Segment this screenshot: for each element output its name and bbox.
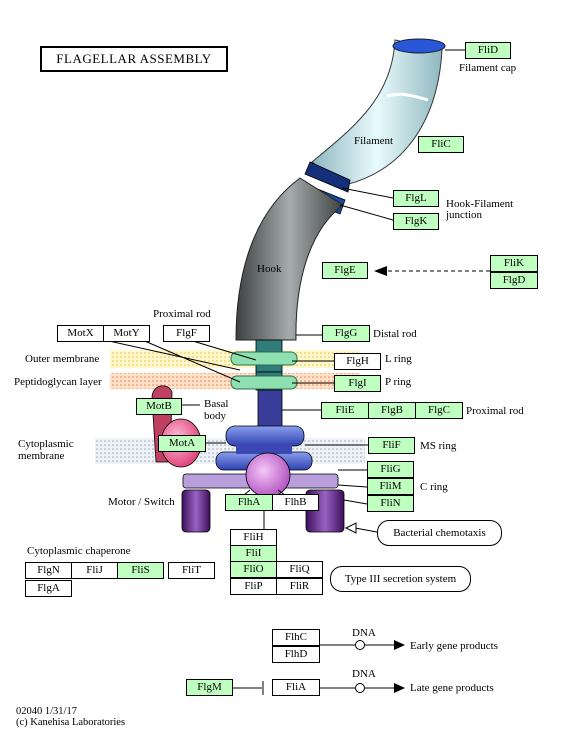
label-basal-2: body: [204, 410, 226, 422]
label-late-genes: Late gene products: [410, 682, 494, 694]
pathway-title: FLAGELLAR ASSEMBLY: [40, 46, 228, 72]
gene-flgi[interactable]: FlgI: [334, 375, 381, 392]
gene-flic[interactable]: FliC: [418, 136, 464, 153]
label-l-ring: L ring: [385, 353, 412, 365]
gene-flie[interactable]: FliE: [321, 402, 369, 419]
gene-flij[interactable]: FliJ: [71, 562, 118, 579]
proximal-rod: [257, 389, 283, 431]
gene-motx[interactable]: MotX: [57, 325, 104, 342]
gene-flis[interactable]: FliS: [117, 562, 164, 579]
label-hook-filament-1: Hook-Filament: [446, 198, 514, 210]
label-peptidoglycan: Peptidoglycan layer: [14, 376, 102, 388]
label-p-ring: P ring: [385, 376, 412, 388]
gene-flir[interactable]: FliR: [276, 578, 323, 595]
label-hook-filament-2: junction: [446, 209, 483, 221]
junction-ring-upper: [304, 161, 351, 193]
gene-flio[interactable]: FliO: [230, 561, 277, 578]
gene-flgl[interactable]: FlgL: [393, 190, 439, 207]
gene-flhc[interactable]: FlhC: [272, 629, 320, 646]
label-proximal-rod-top: Proximal rod: [153, 308, 211, 320]
gene-flha[interactable]: FlhA: [225, 494, 273, 511]
gene-flid[interactable]: FliD: [465, 42, 511, 59]
filament-break: [386, 92, 429, 102]
label-motor-switch: Motor / Switch: [108, 496, 175, 508]
gene-flhd[interactable]: FlhD: [272, 646, 320, 663]
gene-flgk[interactable]: FlgK: [393, 213, 439, 230]
gene-flgg[interactable]: FlgG: [322, 325, 370, 342]
gene-flgb[interactable]: FlgB: [368, 402, 416, 419]
gene-flgd[interactable]: FlgD: [490, 272, 538, 289]
label-cyto-chaperone: Cytoplasmic chaperone: [27, 545, 131, 557]
gene-flhb[interactable]: FlhB: [272, 494, 319, 511]
label-proximal-rod-right: Proximal rod: [466, 405, 524, 417]
gene-flig[interactable]: FliG: [367, 461, 414, 478]
gene-flia[interactable]: FliA: [272, 679, 320, 696]
gene-flii[interactable]: FliI: [230, 545, 277, 562]
label-dna-1: DNA: [352, 627, 376, 639]
gene-flge[interactable]: FlgE: [322, 262, 368, 279]
gene-mota[interactable]: MotA: [158, 435, 206, 452]
label-cyto-membrane-2: membrane: [18, 450, 65, 462]
label-outer-membrane: Outer membrane: [25, 353, 100, 365]
gene-flim[interactable]: FliM: [367, 478, 414, 495]
label-distal-rod: Distal rod: [373, 328, 417, 340]
gene-flit[interactable]: FliT: [168, 562, 215, 579]
gene-fliq[interactable]: FliQ: [276, 561, 323, 578]
label-ms-ring: MS ring: [420, 440, 457, 452]
label-filament-cap: Filament cap: [459, 62, 517, 74]
gene-flga[interactable]: FlgA: [25, 580, 72, 597]
label-early-genes: Early gene products: [410, 640, 498, 652]
gene-motb[interactable]: MotB: [136, 398, 182, 415]
gene-regulation: [233, 640, 405, 695]
filament-cap: [392, 38, 446, 54]
gene-flik[interactable]: FliK: [490, 255, 538, 272]
label-c-ring: C ring: [420, 481, 448, 493]
c-ring-left: [181, 489, 211, 533]
gene-flgm[interactable]: FlgM: [186, 679, 233, 696]
gene-flgh[interactable]: FlgH: [334, 353, 381, 370]
gene-flgf[interactable]: FlgF: [163, 325, 210, 342]
label-cyto-membrane-1: Cytoplasmic: [18, 438, 74, 450]
bacterial-chemotaxis-link[interactable]: Bacterial chemotaxis: [377, 520, 502, 546]
label-dna-2: DNA: [352, 668, 376, 680]
gene-flin[interactable]: FliN: [367, 495, 414, 512]
connector-lines: [99, 49, 465, 533]
label-filament: Filament: [354, 135, 394, 147]
chemotaxis-arrowhead: [344, 522, 357, 534]
type3-secretion-link[interactable]: Type III secretion system: [330, 566, 471, 592]
gene-flif[interactable]: FliF: [368, 437, 415, 454]
flik-arrowhead: [374, 266, 387, 276]
gene-flih[interactable]: FliH: [230, 529, 277, 546]
gene-moty[interactable]: MotY: [103, 325, 150, 342]
ms-ring-core: [236, 444, 292, 454]
gene-flgc[interactable]: FlgC: [415, 402, 463, 419]
l-ring: [230, 351, 298, 366]
footer-version: 02040 1/31/17: [16, 706, 77, 717]
label-hook: Hook: [257, 263, 282, 275]
label-basal-1: Basal: [204, 398, 229, 410]
gene-flip[interactable]: FliP: [230, 578, 277, 595]
gene-flgn[interactable]: FlgN: [25, 562, 72, 579]
footer-copyright: (c) Kanehisa Laboratories: [16, 717, 126, 728]
